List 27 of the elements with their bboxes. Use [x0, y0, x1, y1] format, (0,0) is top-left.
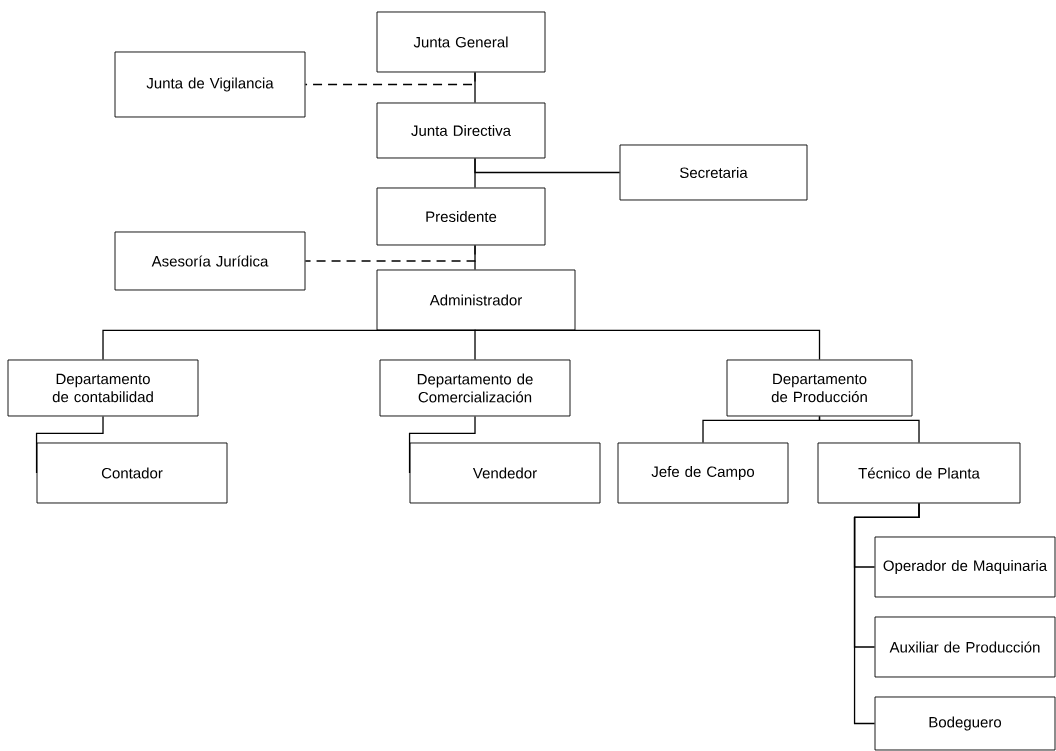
connector-line [304, 244, 476, 262]
org-box: Auxiliar de Producción [874, 616, 1056, 678]
org-box: Administrador [376, 269, 576, 331]
org-box: Contador [36, 442, 228, 504]
connector-line [35, 415, 104, 474]
org-box: Técnico de Planta [817, 442, 1021, 504]
connector-line [408, 415, 476, 474]
org-box: Junta Directiva [376, 102, 546, 159]
org-box: Departamento de Comercialización [379, 359, 571, 417]
org-box: Junta de Vigilancia [114, 51, 306, 118]
org-box: Departamento de contabilidad [7, 359, 199, 417]
org-box: Operador de Maquinaria [874, 536, 1056, 598]
connector-line [818, 415, 920, 444]
org-box: Vendedor [409, 442, 601, 504]
connector-line [853, 502, 920, 725]
connector-line [474, 329, 477, 361]
org-box: Junta General [376, 11, 546, 73]
connector-line [304, 71, 476, 86]
connector-line [475, 329, 821, 361]
connector-line [474, 157, 621, 174]
org-box: Departamento de Producción [726, 359, 913, 417]
org-box: Secretaria [619, 144, 808, 201]
org-box: Bodeguero [874, 696, 1056, 751]
connector-line [102, 329, 477, 361]
org-box: Presidente [376, 187, 546, 246]
org-box: Asesoría Jurídica [114, 231, 306, 291]
org-box: Jefe de Campo [617, 442, 789, 504]
